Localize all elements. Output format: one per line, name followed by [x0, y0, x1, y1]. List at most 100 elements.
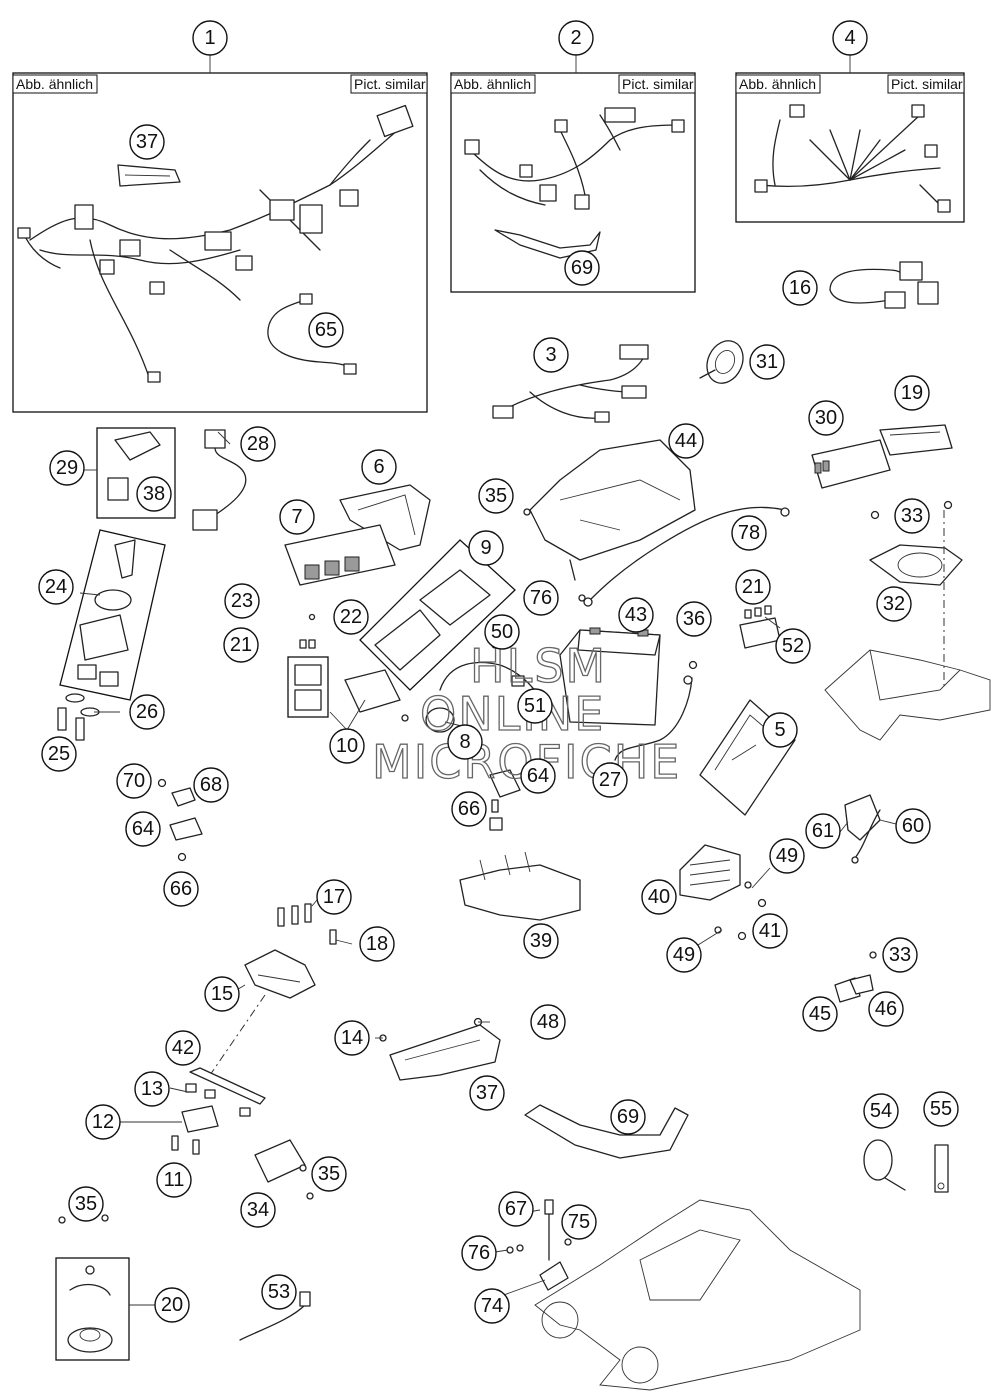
svg-text:22: 22 [340, 606, 362, 628]
callout-41: 41 [752, 913, 788, 949]
callout-75: 75 [561, 1204, 597, 1240]
svg-text:39: 39 [530, 930, 552, 952]
svg-text:31: 31 [756, 351, 778, 373]
callout-10: 10 [329, 728, 365, 764]
svg-text:36: 36 [683, 608, 705, 630]
svg-text:8: 8 [459, 731, 470, 753]
svg-text:69: 69 [571, 257, 593, 279]
svg-text:1: 1 [204, 27, 215, 49]
screw-76 [578, 594, 586, 602]
callout-21-right: 21 [735, 569, 771, 605]
callout-25: 25 [41, 736, 77, 772]
callout-38: 38 [136, 476, 172, 512]
svg-text:24: 24 [45, 576, 67, 598]
callout-24: 24 [38, 569, 74, 605]
svg-text:74: 74 [481, 1295, 503, 1317]
svg-text:66: 66 [170, 878, 192, 900]
svg-text:21: 21 [230, 634, 252, 656]
svg-text:29: 29 [56, 457, 78, 479]
svg-text:66: 66 [458, 798, 480, 820]
svg-text:61: 61 [812, 820, 834, 842]
bracket-69 [524, 1104, 689, 1159]
callout-78: 78 [731, 515, 767, 551]
cable-78 [583, 506, 790, 607]
callout-17: 17 [316, 879, 352, 915]
svg-text:48: 48 [537, 1011, 559, 1033]
callout-36: 36 [676, 601, 712, 637]
callout-68: 68 [193, 767, 229, 803]
svg-text:12: 12 [92, 1111, 114, 1133]
screw-66-left [177, 852, 187, 862]
switch-15 [244, 949, 316, 999]
tag-pict-similar: Pict. similar [350, 74, 428, 94]
svg-text:49: 49 [673, 944, 695, 966]
svg-text:2: 2 [570, 27, 581, 49]
svg-text:14: 14 [341, 1027, 363, 1049]
holder-39 [459, 851, 581, 921]
battery-43 [559, 627, 661, 726]
small-parts-23-21 [299, 613, 316, 649]
svg-text:68: 68 [200, 774, 222, 796]
sensor-29-38-panel [84, 427, 176, 519]
callout-20: 20 [154, 1287, 190, 1323]
main-wiring-harness [17, 104, 414, 383]
callout-52: 52 [775, 628, 811, 664]
svg-text:76: 76 [530, 587, 552, 609]
callout-1: 1 [192, 20, 228, 56]
callout-64-mid: 64 [520, 758, 556, 794]
sensor-66-mid [489, 817, 503, 831]
screws-25-26 [57, 693, 100, 741]
svg-text:Pict. similar: Pict. similar [354, 76, 426, 92]
callout-28: 28 [240, 426, 276, 462]
svg-text:33: 33 [901, 505, 923, 527]
callout-37-top: 37 [129, 124, 165, 160]
cover-6 [339, 484, 431, 551]
screw-33 [870, 500, 953, 520]
svg-text:55: 55 [930, 1098, 952, 1120]
callout-34: 34 [240, 1192, 276, 1228]
callout-14: 14 [334, 1020, 370, 1056]
svg-text:6: 6 [373, 456, 384, 478]
svg-text:9: 9 [480, 537, 491, 559]
ecu-7 [284, 524, 396, 586]
tag-pict-similar-2: Pict. similar [618, 74, 696, 94]
svg-text:35: 35 [318, 1163, 340, 1185]
callout-70: 70 [116, 763, 152, 799]
callout-66-left: 66 [163, 871, 199, 907]
callout-66-mid: 66 [451, 791, 487, 827]
svg-text:43: 43 [625, 604, 647, 626]
callout-67: 67 [498, 1191, 534, 1227]
fuse-box-52 [739, 605, 781, 649]
callout-43: 43 [618, 597, 654, 633]
damper-13 [185, 1083, 251, 1117]
cable-3 [492, 344, 649, 423]
cable-16 [829, 261, 939, 309]
svg-text:65: 65 [315, 319, 337, 341]
svg-text:11: 11 [164, 1169, 185, 1191]
svg-text:50: 50 [491, 621, 513, 643]
svg-text:54: 54 [870, 1100, 892, 1122]
svg-text:25: 25 [48, 743, 70, 765]
callout-9: 9 [468, 530, 504, 566]
frame-rear-section [824, 649, 991, 741]
svg-text:69: 69 [617, 1106, 639, 1128]
callout-39: 39 [523, 923, 559, 959]
svg-text:33: 33 [889, 944, 911, 966]
screw-75 [564, 1238, 572, 1246]
svg-text:37: 37 [476, 1082, 498, 1104]
screw-41 [737, 898, 767, 941]
svg-text:46: 46 [875, 998, 897, 1020]
svg-text:20: 20 [161, 1294, 183, 1316]
relay-panel [287, 656, 329, 718]
svg-text:64: 64 [527, 765, 549, 787]
svg-text:40: 40 [648, 886, 670, 908]
callout-42: 42 [165, 1030, 201, 1066]
callout-50: 50 [484, 614, 520, 650]
callout-49-top: 49 [769, 838, 805, 874]
callout-4: 4 [832, 20, 868, 56]
callout-51: 51 [517, 688, 553, 724]
callout-55: 55 [923, 1091, 959, 1127]
cable-53 [239, 1291, 311, 1341]
svg-text:15: 15 [211, 983, 233, 1005]
callout-21-left: 21 [223, 627, 259, 663]
